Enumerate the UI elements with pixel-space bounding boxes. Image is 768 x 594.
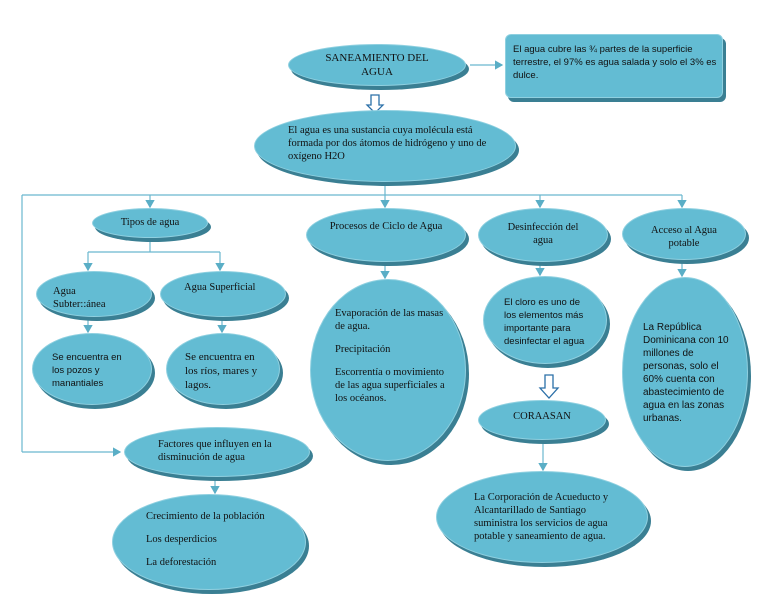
coraasan-node xyxy=(478,400,606,440)
acceso-desc-node xyxy=(622,277,748,467)
procesos-list: Evaporación de las masas de agua. Precip… xyxy=(335,307,450,415)
factores-item: Crecimiento de la población xyxy=(146,511,265,522)
procesos-item: Evaporación de las masas de agua. xyxy=(335,308,444,332)
superficial-text: Agua Superficial xyxy=(184,282,256,293)
fact-text: El agua cubre las ¾ partes de la superfi… xyxy=(513,44,717,81)
desinfeccion-desc-text: El cloro es uno de los elementos más imp… xyxy=(504,297,585,347)
tipos-text: Tipos de agua xyxy=(120,217,180,228)
factores-node xyxy=(124,427,310,477)
factores-item: Los desperdicios xyxy=(146,534,217,545)
subterranea-text: Agua Subter::ánea xyxy=(53,286,106,310)
coraasan-text: CORAASAN xyxy=(513,411,571,422)
procesos-item: Precipitación xyxy=(335,344,391,355)
molecule-node xyxy=(254,110,516,182)
procesos-node xyxy=(306,208,466,262)
factores-item: La deforestación xyxy=(146,557,217,568)
acceso-text: Acceso al Agua potable xyxy=(651,225,717,249)
subterranea-desc-text: Se encuentra en los pozos y manantiales xyxy=(52,352,122,389)
desinfeccion-desc-node xyxy=(483,276,607,364)
molecule-text: El agua es una sustancia cuya molécula e… xyxy=(288,125,487,162)
procesos-desc-node xyxy=(310,279,466,461)
acceso-node xyxy=(622,208,746,260)
superficial-desc-node xyxy=(166,333,280,405)
desinfeccion-node xyxy=(478,208,608,262)
coraasan-desc-text: La Corporación de Acueducto y Alcantaril… xyxy=(474,492,609,542)
superficial-desc-text: Se encuentra en los ríos, mares y lagos. xyxy=(185,351,258,391)
subterranea-node xyxy=(36,271,152,317)
tipos-node xyxy=(92,208,208,238)
fact-box xyxy=(505,34,723,98)
subterranea-desc-node xyxy=(32,333,152,405)
procesos-text: Procesos de Ciclo de Agua xyxy=(329,221,443,232)
factores-text: Factores que influyen en la disminución … xyxy=(158,439,272,463)
superficial-node xyxy=(160,271,286,317)
coraasan-desc-node xyxy=(436,471,648,563)
factores-list: Crecimiento de la población Los desperdi… xyxy=(146,510,296,579)
desinfeccion-text: Desinfección del agua xyxy=(507,222,579,246)
factores-desc-node xyxy=(112,494,306,590)
title-text: SANEAMIENTO DEL AGUA xyxy=(325,52,429,78)
title-node xyxy=(288,44,466,86)
acceso-desc-text: La República Dominicana con 10 millones … xyxy=(643,322,729,424)
procesos-item: Escorrentía o movimiento de las agua sup… xyxy=(335,367,445,404)
